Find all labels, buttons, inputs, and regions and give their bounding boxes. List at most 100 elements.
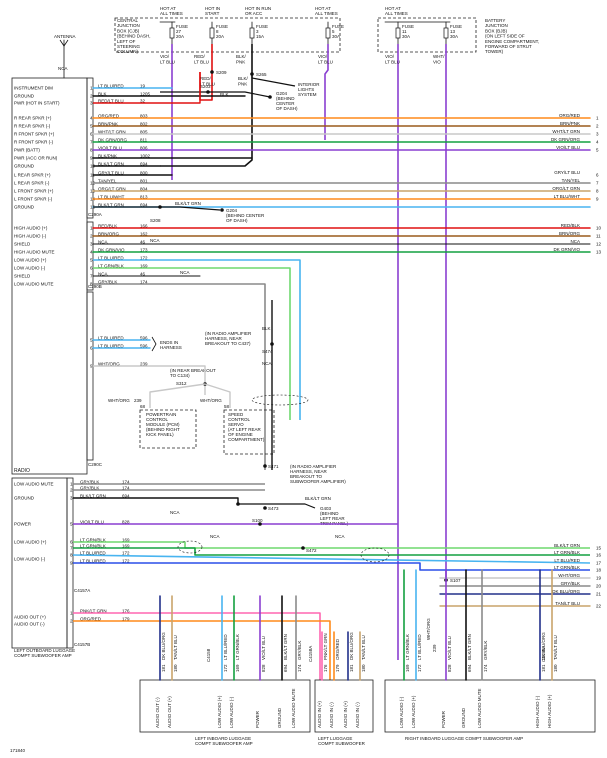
wire-color-label: LT GRN/BLK [235,634,240,660]
wire-label: WHT/VIO [433,54,445,65]
right-wire-label: RED/BLK [561,223,580,228]
circuit-number: 828 [447,664,452,672]
wire-vio-lt-blu-2 [324,44,329,140]
amp-pin-label: POWER [255,710,260,728]
label-line: (BEHIND [276,96,295,101]
right-ref-number: 22 [596,604,602,609]
fuse-body [169,27,175,39]
amp-pin-label: LOW AUDIO (-) [229,696,234,728]
circuit-number: 172 [140,256,148,261]
right-wire-label: DK BLU/ORG [552,589,580,594]
right-ref-number: 8 [596,189,599,194]
pin-number: 8 [90,148,93,153]
circuit-number: 174 [140,280,148,285]
right-wire-label: ORG/LT GRN [552,186,580,191]
wire-color-label: DK BLU/ORG [541,632,546,660]
circuit-number: 805 [140,130,148,135]
amp-pin-label: LOW AUDIO MUTE [291,688,296,728]
label-line: STEERING [117,44,141,49]
radio-pin-label: GROUND [14,164,35,169]
right-wire-label: NCA [570,239,580,244]
label-line: COMPARTMENT) [228,437,265,442]
label-line: (IN REAR BREAKOUT [170,368,216,373]
wire-lt-grn-blk-2 [73,547,590,556]
left-luggage-subwoofer [314,679,374,733]
label-line: POWERTRAIN [146,412,176,417]
wire-color-label: BLK/LT GRN [98,162,124,167]
circuit-number: 172 [122,559,130,564]
right-ref-number: 3 [596,132,599,137]
label-line: PNK [236,60,245,65]
label-line: MODULE (PCM) [146,422,180,427]
circuit-number: 181 [541,664,546,672]
radio-pin-label: PWR (ACC OR RUN) [14,156,58,161]
label-line: PNK [238,82,247,87]
amp-pin-label: AUDIO OUT (-) [14,622,45,627]
circuit-number: 806 [140,146,148,151]
wire-color-label: LT BLU/RED [80,551,106,556]
connector-c290a [86,77,94,219]
pin-number: 2 [90,94,93,99]
label-line: 15A [256,34,264,39]
s208-label: S208 [150,218,161,223]
wire-color-label: BLK/LT GRN [80,494,106,499]
radio-pin-label: R FRONT SPKR (+) [14,132,55,137]
radio-pin-label: SHIELD [14,274,31,279]
right-wire-label: ORG/RED [559,113,581,118]
right-ref-number: 9 [596,197,599,202]
label-line: HOT AT [315,6,331,11]
s473-label: S473 [268,506,279,511]
radio-pin-label: SHIELD [14,242,31,247]
label-line: SERVO [228,422,244,427]
fuse-body [395,27,401,39]
wire-color-label: BLK [98,92,107,97]
right-ref-number: 15 [596,546,602,551]
amp-pin-label: LOW AUDIO MUTE [14,482,54,487]
wire-blk-pnk [160,44,253,167]
pin-number: 5 [90,258,93,263]
pin-number: 2 [70,619,73,624]
antenna-label: ANTENNA [54,34,76,39]
wire-color-label: DK GRN/ORG [98,138,128,143]
label-line: LT BLU [318,60,333,65]
wire-lt-grn-blk [73,541,590,549]
circuit-number: 176 [323,664,328,672]
label-line: LT BLU [160,60,175,65]
wire-color-label: NCA [98,240,108,245]
blk-label: BLK [220,92,229,97]
circuit-number: 802 [140,122,148,127]
label-line: BOX (BJB) [485,28,508,33]
label-line: FUSE [216,24,228,29]
pin-number: 3 [90,242,93,247]
circuit-number: 179 [122,617,130,622]
right-ref-number: 1 [596,116,599,121]
c4159a-label: C4159A [541,646,546,662]
radio-pin-label: GROUND [14,205,35,210]
circuit-number: 804 [140,187,148,192]
nca-label: NCA [210,534,220,539]
amp-pin-label: LOW AUDIO (-) [14,557,46,562]
c4157b-label: C4157B [74,642,90,647]
label-line: (BEHIND RIGHT [146,427,180,432]
circuit-number: 169 [122,544,130,549]
label-line: FUSE [332,24,344,29]
label-line: COLUMN) [117,49,139,54]
amp-pin-label: AUDIO IN (+) [317,701,322,728]
circuit-number: 172 [223,664,228,672]
label-line: HOT AT [160,6,176,11]
nca-label: NCA [180,270,190,275]
radio-pin-label: GROUND [14,94,35,99]
radio-pin-label: INSTRUMENT DIM [14,86,53,91]
label-line: OF ENGINE [228,432,253,437]
pin-number: 1 [90,226,93,231]
label-line: SUBWOOFER AMPLIFIER) [290,479,346,484]
wire-color-label: VIO/LT BLU [98,146,122,151]
label-line: INTERIOR [298,82,320,87]
